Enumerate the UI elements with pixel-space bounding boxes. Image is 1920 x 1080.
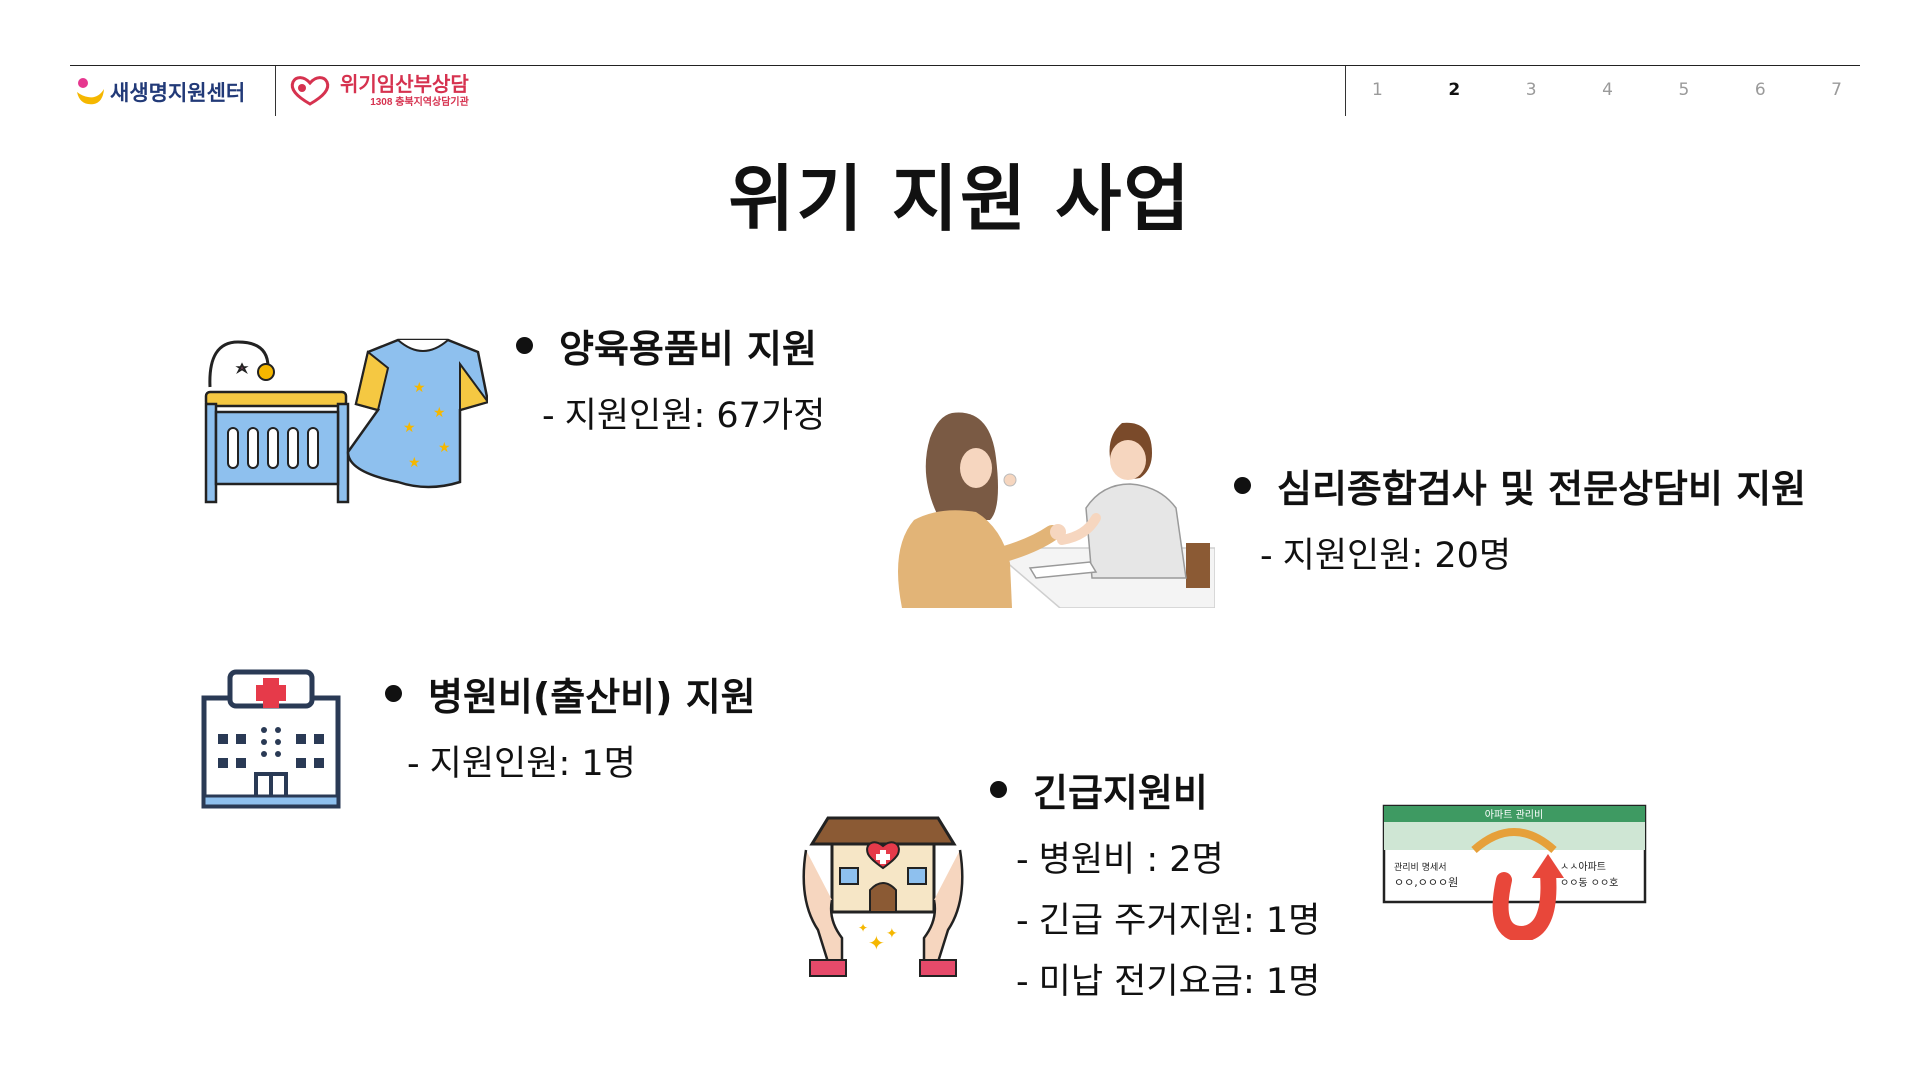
bill-right-name: ㅅㅅ아파트 [1560, 861, 1606, 873]
page-link[interactable]: 6 [1754, 80, 1766, 100]
page-navigation: 1 2 3 4 5 6 7 [1372, 80, 1842, 100]
page-link-active[interactable]: 2 [1448, 80, 1461, 100]
page-link[interactable]: 5 [1678, 80, 1690, 100]
item-title: 양육용품비 지원 [559, 327, 817, 371]
house-hands-icon: ✦ ✦ ✦ [802, 816, 964, 977]
header-divider [275, 66, 276, 116]
support-item-childcare: 양육용품비 지원 -지원인원: 67가정 [516, 318, 825, 438]
bullet [1234, 477, 1251, 494]
item-title: 긴급지원비 [1033, 771, 1208, 815]
bill-right-unit: ㅇㅇ동 ㅇㅇ호 [1560, 877, 1618, 889]
item-line: 지원인원: 1명 [429, 744, 636, 784]
bullet [516, 337, 533, 354]
crib-clothes-icon: ★ ★ ★ ★ ★ [204, 338, 488, 504]
item-line: 미납 전기요금: 1명 [1038, 962, 1321, 1002]
item-line: 지원인원: 20명 [1282, 536, 1512, 576]
counseling-scene-icon [898, 412, 1215, 608]
support-item-hospital: 병원비(출산비) 지원 -지원인원: 1명 [385, 666, 756, 786]
hospital-icon [201, 669, 341, 809]
svg-text:✦: ✦ [886, 926, 898, 942]
svg-text:★: ★ [433, 405, 446, 421]
header-rule [70, 65, 1860, 66]
page-link[interactable]: 7 [1831, 80, 1842, 100]
item-title: 심리종합검사 및 전문상담비 지원 [1277, 467, 1807, 511]
item-line: 병원비 : 2명 [1038, 840, 1224, 880]
item-line: 긴급 주거지원: 1명 [1038, 901, 1321, 941]
bullet [990, 781, 1007, 798]
svg-text:★: ★ [438, 440, 451, 456]
item-title: 병원비(출산비) 지원 [428, 675, 756, 719]
svg-text:✦: ✦ [858, 921, 868, 935]
person-logo-icon [77, 78, 104, 105]
bill-card-heading: 아파트 관리비 [1485, 809, 1543, 821]
page-title: 위기 지원 사업 [728, 157, 1192, 241]
bill-left-amount: ㅇㅇ,ㅇㅇㅇ원 [1394, 876, 1458, 889]
heart-logo-icon [290, 76, 330, 106]
logo-left-text: 새생명지원센터 [110, 82, 246, 105]
bullet [385, 685, 402, 702]
svg-text:✦: ✦ [868, 931, 885, 955]
svg-text:★: ★ [408, 455, 421, 471]
page-link[interactable]: 1 [1372, 80, 1383, 100]
item-line: 지원인원: 67가정 [564, 396, 826, 436]
support-item-emergency: 긴급지원비 -병원비 : 2명 -긴급 주거지원: 1명 -미납 전기요금: 1… [990, 762, 1320, 1004]
logo-right-title: 위기임산부상담 [340, 74, 469, 96]
svg-text:★: ★ [413, 380, 426, 396]
page-link[interactable]: 3 [1525, 80, 1537, 100]
apartment-bill-card: 아파트 관리비 관리비 명세서 ㅇㅇ,ㅇㅇㅇ원 ㅅㅅ아파트 ㅇㅇ동 ㅇㅇ호 [1382, 804, 1647, 944]
bill-left-label: 관리비 명세서 [1394, 862, 1447, 873]
pager-divider [1345, 66, 1346, 116]
logo-right-subtitle: 1308 충북지역상담기관 [370, 97, 469, 108]
logo-new-life-center: 새생명지원센터 [74, 76, 245, 108]
support-item-counseling: 심리종합검사 및 전문상담비 지원 -지원인원: 20명 [1234, 458, 1806, 578]
logo-crisis-counseling: 위기임산부상담 1308 충북지역상담기관 [288, 74, 469, 110]
page-link[interactable]: 4 [1602, 80, 1613, 100]
svg-text:★: ★ [403, 420, 416, 436]
bill-card-graphic: 아파트 관리비 관리비 명세서 ㅇㅇ,ㅇㅇㅇ원 ㅅㅅ아파트 ㅇㅇ동 ㅇㅇ호 [1382, 804, 1647, 943]
